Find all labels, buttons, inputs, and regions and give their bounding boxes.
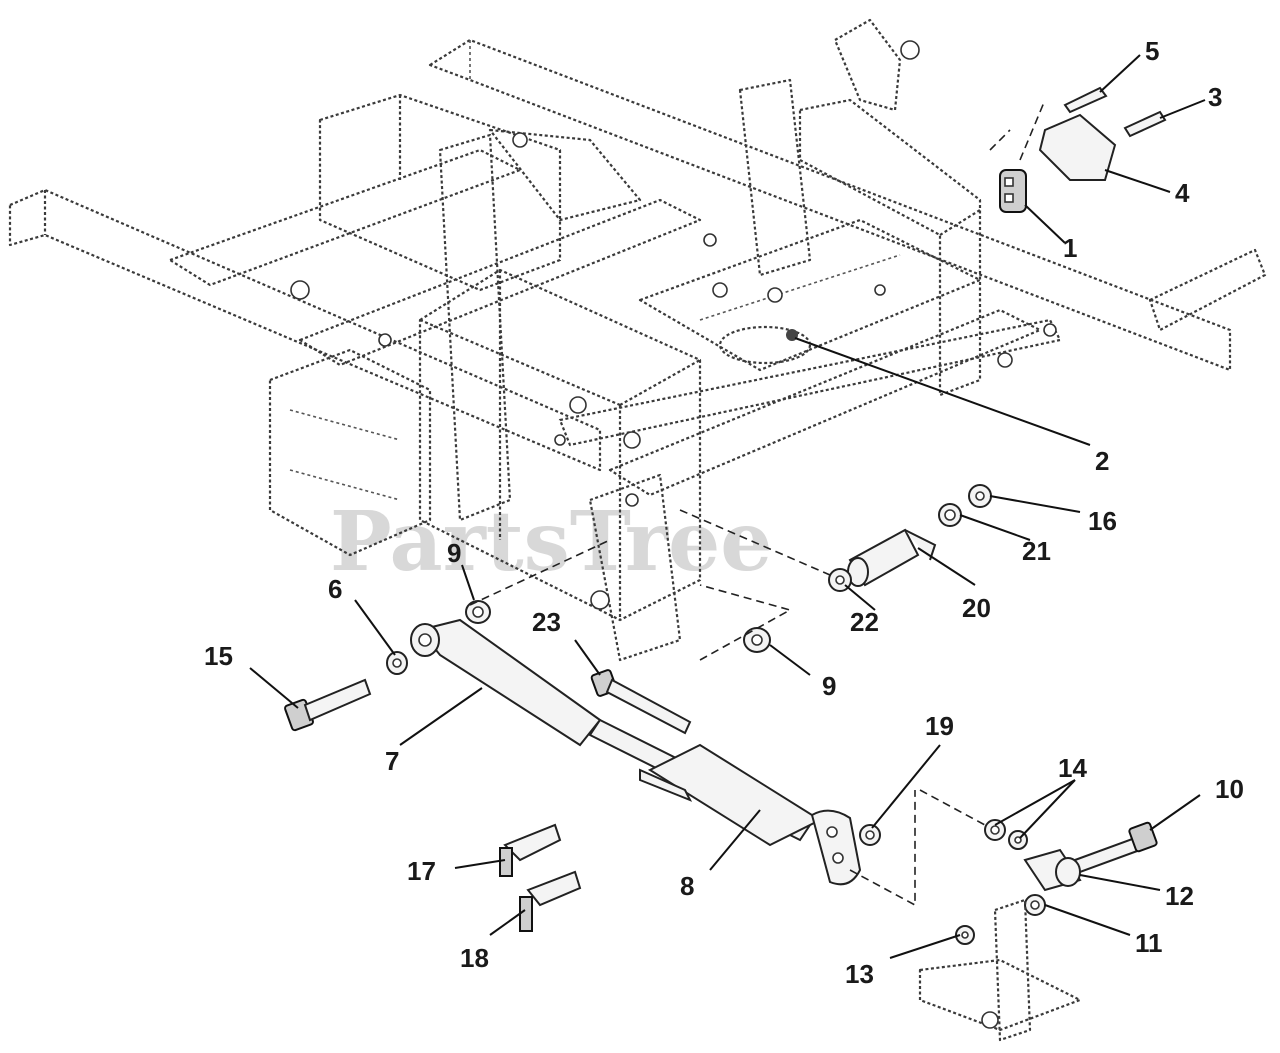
callout-7: 7 (385, 746, 399, 776)
part-9-bushing-upper (465, 600, 491, 624)
callout-18: 18 (460, 943, 489, 973)
callout-12: 12 (1165, 881, 1194, 911)
callout-15: 15 (204, 641, 233, 671)
lift-bracket (918, 898, 1082, 1042)
callout-10: 10 (1215, 774, 1244, 804)
leader-lines (249, 54, 1206, 959)
part-7-cylinder (410, 618, 602, 747)
callout-8: 8 (680, 871, 694, 901)
callout-4: 4 (1175, 178, 1190, 208)
callout-9-lower: 9 (822, 671, 836, 701)
part-4-bracket (1038, 113, 1117, 181)
part-6-washer (386, 651, 408, 675)
callout-22: 22 (850, 607, 879, 637)
part-23-bolt (590, 669, 692, 735)
callout-20: 20 (962, 593, 991, 623)
callout-5: 5 (1145, 36, 1159, 66)
callout-17: 17 (407, 856, 436, 886)
part-19-plate (810, 809, 881, 886)
part-1-switch (999, 169, 1027, 213)
callout-9-upper: 9 (447, 538, 461, 568)
part-5-screw (1063, 86, 1108, 114)
tractor-frame (8, 18, 1267, 662)
callout-19: 19 (925, 711, 954, 741)
part-17-clip (499, 823, 562, 877)
part-13-nut (955, 925, 975, 945)
callout-21: 21 (1022, 536, 1051, 566)
part-8-actuator-rod (588, 718, 823, 847)
callout-6: 6 (328, 574, 342, 604)
callout-labels: 1 2 3 4 5 6 7 8 9 9 10 11 12 13 14 15 16… (204, 36, 1244, 989)
callout-3: 3 (1208, 82, 1222, 112)
part-11-washer (1024, 894, 1046, 916)
part-15-bolt (284, 678, 372, 732)
part-3-screw (1123, 110, 1167, 138)
callout-13: 13 (845, 959, 874, 989)
part-21-washer (938, 503, 962, 527)
callout-11: 11 (1135, 928, 1163, 958)
part-12-spacer (1023, 848, 1082, 892)
part-14-washers (984, 819, 1028, 850)
watermark-text: PartsTree (330, 494, 772, 590)
part-9-bushing-lower (743, 627, 771, 653)
part-16-nut (968, 484, 992, 508)
callout-23: 23 (532, 607, 561, 637)
callout-16: 16 (1088, 506, 1117, 536)
callout-2: 2 (1095, 446, 1109, 476)
callout-14: 14 (1058, 753, 1087, 783)
part-20-spacer (847, 528, 937, 587)
callout-1: 1 (1063, 233, 1077, 263)
part-18-clip (519, 870, 582, 932)
part-10-bolt (1073, 821, 1158, 874)
